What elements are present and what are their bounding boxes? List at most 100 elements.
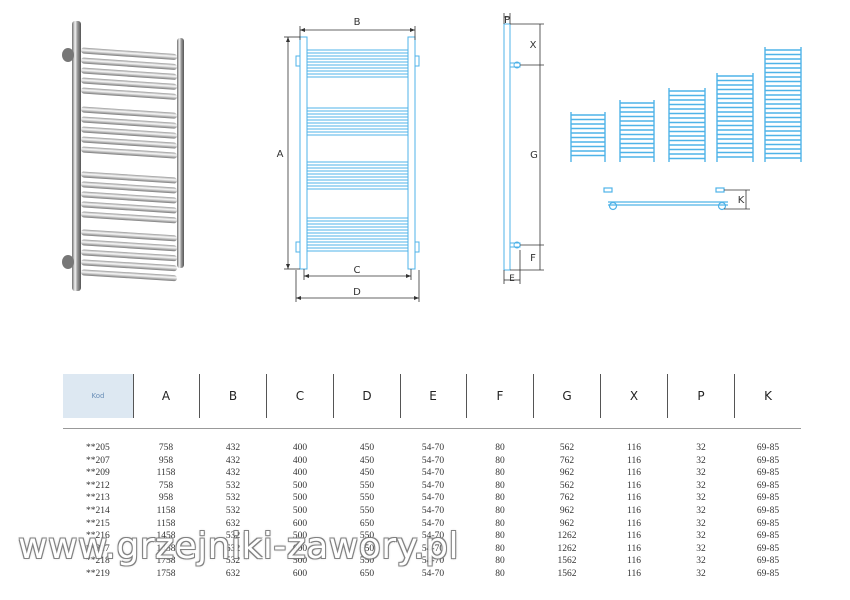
table-cell: 550 [359, 556, 375, 567]
table-cell: 32 [696, 443, 706, 453]
table-cell: 1458 [156, 543, 176, 554]
row-code: **213 [86, 493, 110, 504]
table-cell: 958 [158, 455, 174, 466]
size-variants-drawing [570, 47, 802, 162]
table-cell: 650 [359, 543, 375, 554]
dimension-c-label: C [354, 265, 361, 276]
table-cell: 1158 [156, 506, 176, 516]
table-cell: 54-70 [421, 569, 445, 579]
table-cell: 1262 [557, 531, 577, 542]
column-separator [266, 374, 267, 418]
front-view-drawing: B A C D [277, 17, 420, 302]
table-cell: 958 [158, 493, 174, 504]
table-cell: 32 [696, 531, 706, 542]
column-header: E [429, 389, 437, 403]
dimension-x-label: X [530, 40, 537, 51]
table-cell: 550 [359, 480, 375, 491]
column-separator [600, 374, 601, 418]
table-cell: 116 [627, 556, 641, 567]
table-cell: 69-85 [756, 493, 780, 504]
column-separator [667, 374, 668, 418]
table-cell: 762 [559, 493, 575, 504]
side-view-drawing: P X G F E [503, 13, 544, 284]
table-cell: 69-85 [756, 569, 780, 579]
table-cell: 432 [225, 468, 241, 479]
column-separator [533, 374, 534, 418]
table-cell: 54-70 [421, 531, 445, 542]
table-cell: 450 [359, 455, 375, 466]
table-cell: 432 [225, 443, 241, 453]
table-cell: 758 [158, 480, 174, 491]
table-cell: 550 [359, 506, 375, 516]
table-cell: 632 [225, 543, 241, 554]
table-cell: 962 [559, 506, 575, 516]
column-separator [333, 374, 334, 418]
table-cell: 600 [292, 569, 308, 579]
row-code: **219 [86, 569, 110, 579]
product-photo [62, 21, 184, 291]
table-cell: 69-85 [756, 518, 780, 529]
table-cell: 80 [495, 531, 505, 542]
table-cell: 500 [292, 480, 308, 491]
dimension-e-label: E [509, 274, 515, 284]
table-cell: 600 [292, 543, 308, 554]
column-separator [133, 374, 134, 418]
table-cell: 80 [495, 506, 505, 516]
table-cell: 54-70 [421, 543, 445, 554]
table-cell: 69-85 [756, 468, 780, 479]
table-cell: 116 [627, 468, 641, 479]
row-code: **216 [86, 531, 110, 542]
table-cell: 1158 [156, 468, 176, 479]
column-header: A [161, 389, 171, 403]
table-cell: 762 [559, 455, 575, 466]
table-cell: 116 [627, 518, 641, 529]
watermark: www.grzejniki-zawory.pl [18, 526, 460, 567]
table-cell: 1758 [156, 569, 176, 579]
table-cell: 532 [225, 556, 241, 567]
table-cell: 80 [495, 468, 505, 479]
top-view-drawing: K [603, 187, 750, 211]
table-cell: 962 [559, 468, 575, 479]
table-cell: 116 [627, 506, 641, 516]
table-cell: 54-70 [421, 443, 445, 453]
column-separator [466, 374, 467, 418]
table-cell: 32 [696, 455, 706, 466]
table-cell: 550 [359, 493, 375, 504]
dimension-d-label: D [353, 287, 361, 298]
table-cell: 1562 [557, 556, 577, 567]
table-cell: 54-70 [421, 518, 445, 529]
table-cell: 400 [292, 443, 308, 453]
row-code: **212 [86, 480, 110, 491]
table-cell: 32 [696, 506, 706, 516]
table-cell: 32 [696, 556, 706, 567]
row-code: **215 [86, 518, 110, 529]
table-cell: 532 [225, 531, 241, 542]
table-cell: 32 [696, 493, 706, 504]
table-cell: 532 [225, 506, 241, 516]
table-cell: 69-85 [756, 443, 780, 453]
table-cell: 80 [495, 455, 505, 466]
column-separator [734, 374, 735, 418]
table-cell: 400 [292, 468, 308, 479]
table-cell: 32 [696, 543, 706, 554]
table-cell: 116 [627, 543, 641, 554]
table-cell: 32 [696, 480, 706, 491]
column-header: X [629, 389, 639, 403]
table-cell: 962 [559, 518, 575, 529]
table-cell: 54-70 [421, 455, 445, 466]
table-cell: 69-85 [756, 506, 780, 516]
column-header: P [697, 389, 705, 403]
table-cell: 54-70 [421, 493, 445, 504]
table-cell: 116 [627, 455, 641, 466]
table-cell: 1158 [156, 518, 176, 529]
table-cell: 500 [292, 531, 308, 542]
table-divider [63, 428, 801, 429]
table-cell: 54-70 [421, 468, 445, 479]
table-cell: 1562 [557, 569, 577, 579]
